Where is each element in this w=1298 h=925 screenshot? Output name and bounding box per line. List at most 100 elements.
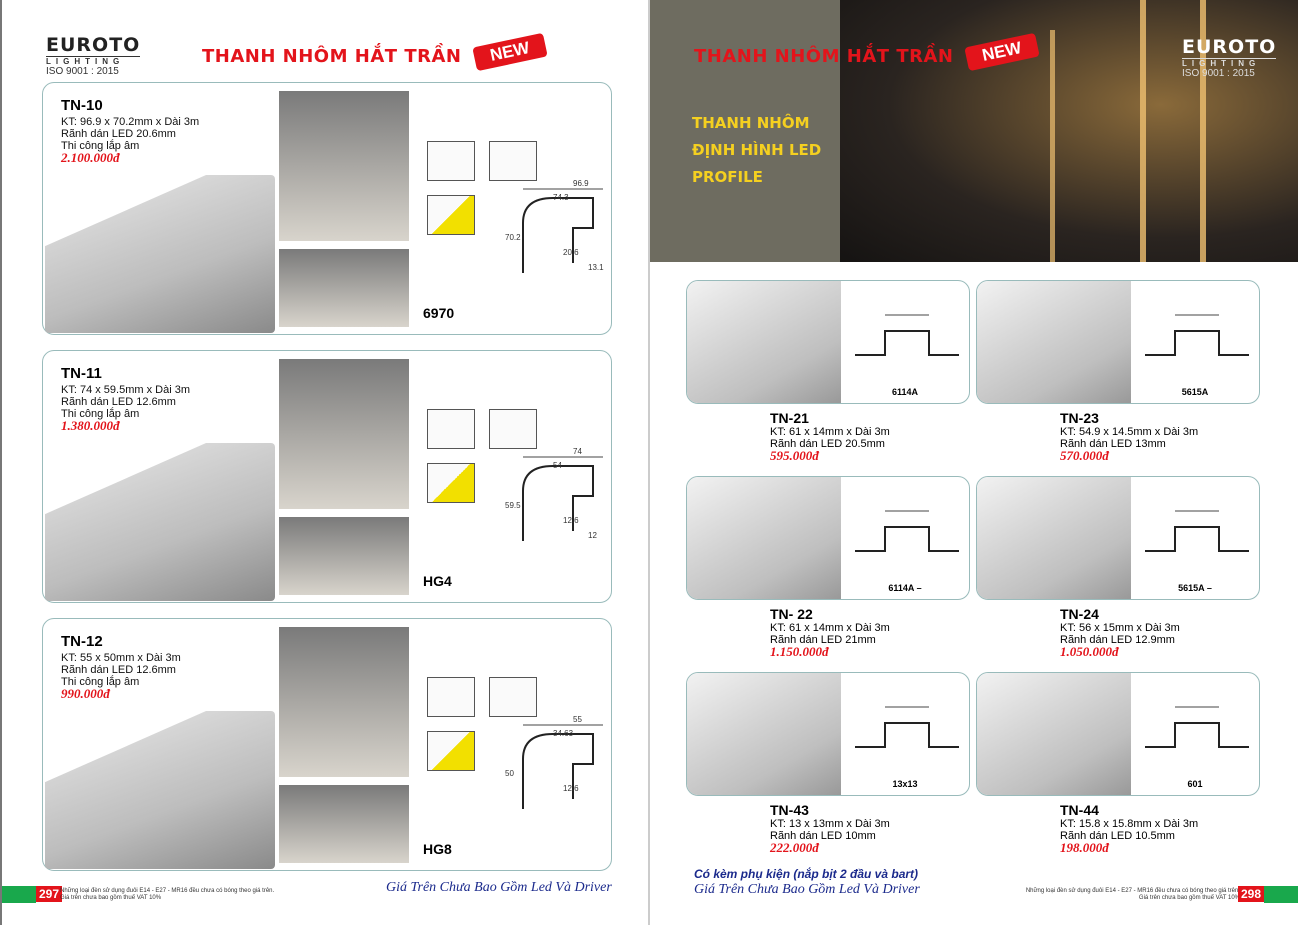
product-image	[687, 281, 841, 403]
profile-dimension-drawing	[522, 456, 603, 541]
product-card: 5615A	[976, 280, 1260, 404]
product-image	[687, 673, 841, 795]
install-diagram	[427, 463, 475, 503]
dim-label: 12.6	[563, 784, 579, 793]
model-number: HG4	[423, 573, 452, 589]
product-code: TN- 22	[770, 606, 813, 622]
product-spec: KT: 74 x 59.5mm x Dài 3m Rãnh dán LED 12…	[61, 384, 190, 432]
logo-iso: ISO 9001 : 2015	[46, 66, 119, 77]
dim-label: 34.63	[553, 729, 574, 738]
price: 1.150.000đ	[770, 644, 829, 659]
install: Thi công lắp âm	[61, 676, 140, 688]
product-image	[45, 711, 275, 869]
product-info: TN-23 KT: 54.9 x 14.5mm x Dài 3m Rãnh dá…	[1060, 411, 1198, 462]
dim-label: 55	[573, 715, 582, 724]
install-diagram	[427, 141, 475, 181]
dim-label: 12.6	[563, 516, 579, 525]
dim-label: 12	[588, 531, 597, 540]
price: 222.000đ	[770, 840, 819, 855]
spine	[648, 0, 650, 925]
product-code: TN-21	[770, 410, 809, 426]
product-code: TN-43	[770, 802, 809, 818]
section-heading: THANH NHÔM ĐỊNH HÌNH LED PROFILE	[692, 110, 821, 191]
install-diagram	[427, 677, 475, 717]
product-card: 6114A	[686, 280, 970, 404]
product-info: TN-43 KT: 13 x 13mm x Dài 3m Rãnh dán LE…	[770, 802, 890, 855]
slogan: Giá Trên Chưa Bao Gồm Led Và Driver	[694, 882, 920, 897]
profile-dimension-drawing	[522, 188, 603, 273]
model-number: 6114A	[891, 387, 919, 397]
new-badge: NEW	[472, 32, 548, 72]
hero-photo	[840, 0, 1298, 262]
profile-dimension-drawing	[1145, 706, 1249, 748]
page-title: THANH NHÔM HẮT TRẦN	[202, 46, 462, 67]
profile-dimension-drawing	[855, 706, 959, 748]
groove: Rãnh dán LED 10mm	[770, 830, 876, 842]
product-image	[977, 477, 1131, 599]
product-spec: KT: 96.9 x 70.2mm x Dài 3m Rãnh dán LED …	[61, 116, 199, 164]
dim-label: 20.6	[563, 248, 579, 257]
page-number: 298	[1237, 886, 1264, 902]
product-code: TN-10	[61, 97, 103, 114]
slogan: Giá Trên Chưa Bao Gồm Led Và Driver	[386, 880, 612, 895]
install-photo	[279, 627, 409, 777]
model-number: 13x13	[892, 779, 918, 789]
install-photo	[279, 249, 409, 327]
price: 990.000đ	[61, 686, 110, 701]
logo-brand: EUROTO	[46, 34, 141, 56]
groove: Rãnh dán LED 10.5mm	[1060, 830, 1175, 842]
product-image	[687, 477, 841, 599]
size: KT: 61 x 14mm x Dài 3m	[770, 426, 890, 438]
price: 198.000đ	[1060, 840, 1109, 855]
product-card: 601	[976, 672, 1260, 796]
footer-note: Những loại đèn sử dụng đuôi E14 - E27 - …	[60, 888, 274, 902]
page-title: THANH NHÔM HẮT TRẦN	[694, 46, 954, 67]
price: 2.100.000đ	[61, 150, 120, 165]
right-page: THANH NHÔM HẮT TRẦN NEW EUROTO LIGHTING …	[650, 0, 1298, 925]
model-number: 601	[1187, 779, 1203, 789]
product-image	[45, 443, 275, 601]
product-code: TN-44	[1060, 802, 1099, 818]
size: KT: 61 x 14mm x Dài 3m	[770, 622, 890, 634]
product-info: TN-44 KT: 15.8 x 15.8mm x Dài 3m Rãnh dá…	[1060, 802, 1198, 855]
size: KT: 74 x 59.5mm x Dài 3m	[61, 384, 190, 396]
product-card: TN-11 KT: 74 x 59.5mm x Dài 3m Rãnh dán …	[42, 350, 612, 603]
install-photo	[279, 517, 409, 595]
product-image	[977, 673, 1131, 795]
model-number: 6970	[423, 305, 455, 321]
product-info: TN-24 KT: 56 x 15mm x Dài 3m Rãnh dán LE…	[1060, 606, 1180, 658]
product-code: TN-12	[61, 633, 103, 650]
dim-label: 74.3	[553, 193, 569, 202]
dim-label: 74	[573, 447, 582, 456]
model-number: HG8	[423, 841, 452, 857]
install-diagram	[489, 409, 537, 449]
model-number: 5615A	[1181, 387, 1209, 397]
product-info: TN- 22 KT: 61 x 14mm x Dài 3m Rãnh dán L…	[770, 606, 890, 659]
left-page: EUROTO LIGHTING ISO 9001 : 2015 THANH NH…	[0, 0, 648, 925]
install-diagram	[427, 195, 475, 235]
heading-line: ĐỊNH HÌNH LED	[692, 141, 822, 159]
heading-line: THANH NHÔM	[692, 114, 810, 132]
size: KT: 56 x 15mm x Dài 3m	[1060, 622, 1180, 634]
product-card: 13x13	[686, 672, 970, 796]
size: KT: 55 x 50mm x Dài 3m	[61, 652, 181, 664]
install-diagram	[427, 731, 475, 771]
note-2: Giá trên chưa bao gồm thuế VAT 10%	[1138, 895, 1240, 901]
product-card: 5615A –	[976, 476, 1260, 600]
product-image	[977, 281, 1131, 403]
page-number: 297	[36, 886, 63, 902]
euroto-logo: EUROTO LIGHTING ISO 9001 : 2015	[1182, 36, 1277, 79]
accessory-note: Có kèm phụ kiện (nắp bịt 2 đầu và bart)	[694, 867, 919, 881]
install: Thi công lắp âm	[61, 408, 140, 420]
euroto-logo: EUROTO LIGHTING ISO 9001 : 2015	[46, 34, 141, 77]
install-diagram	[489, 141, 537, 181]
groove: Rãnh dán LED 20.5mm	[770, 438, 885, 450]
groove: Rãnh dán LED 13mm	[1060, 438, 1166, 450]
profile-dimension-drawing	[522, 724, 603, 809]
green-bar	[2, 886, 36, 903]
groove: Rãnh dán LED 12.9mm	[1060, 634, 1175, 646]
logo-iso: ISO 9001 : 2015	[1182, 68, 1255, 79]
product-card: TN-12 KT: 55 x 50mm x Dài 3m Rãnh dán LE…	[42, 618, 612, 871]
product-code: TN-24	[1060, 606, 1099, 622]
dim-label: 70.2	[505, 233, 521, 242]
